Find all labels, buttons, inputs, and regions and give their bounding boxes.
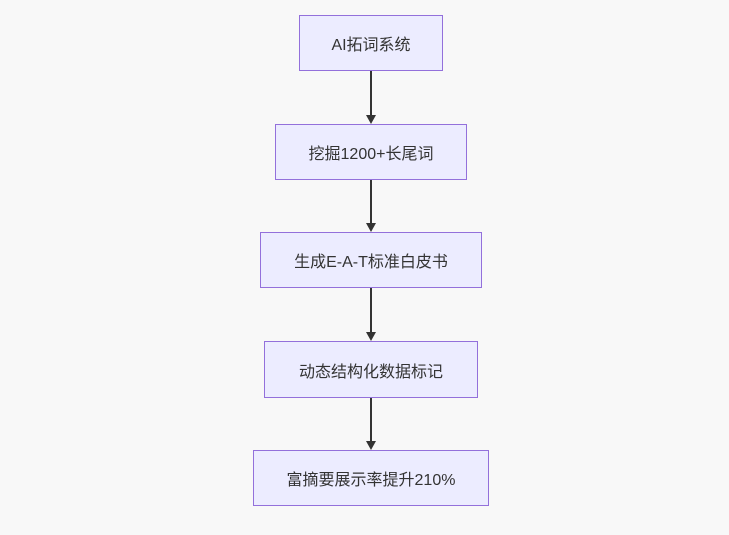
arrow-down-4	[366, 398, 376, 450]
arrowhead-down-icon	[366, 441, 376, 450]
arrow-down-2	[366, 180, 376, 232]
arrow-shaft	[370, 288, 372, 332]
flow-node-label: 挖掘1200+长尾词	[308, 146, 434, 163]
flow-node-mine-longtail-keywords: 挖掘1200+长尾词	[275, 124, 467, 180]
arrowhead-down-icon	[366, 115, 376, 124]
arrow-shaft	[370, 180, 372, 223]
arrowhead-down-icon	[366, 223, 376, 232]
flow-node-label: 富摘要展示率提升210%	[286, 472, 456, 489]
flow-node-label: 生成E-A-T标准白皮书	[294, 254, 448, 271]
arrow-shaft	[370, 398, 372, 441]
flow-node-ai-word-expansion-system: AI拓词系统	[299, 15, 443, 71]
arrow-shaft	[370, 71, 372, 115]
flow-node-label: AI拓词系统	[331, 37, 411, 54]
flow-node-dynamic-structured-data-markup: 动态结构化数据标记	[264, 341, 478, 398]
arrowhead-down-icon	[366, 332, 376, 341]
arrow-down-3	[366, 288, 376, 341]
flow-node-rich-snippet-rate-increase: 富摘要展示率提升210%	[253, 450, 489, 506]
flow-node-label: 动态结构化数据标记	[298, 363, 443, 381]
arrow-down-1	[366, 71, 376, 124]
flow-node-generate-eat-whitepaper: 生成E-A-T标准白皮书	[260, 232, 482, 288]
